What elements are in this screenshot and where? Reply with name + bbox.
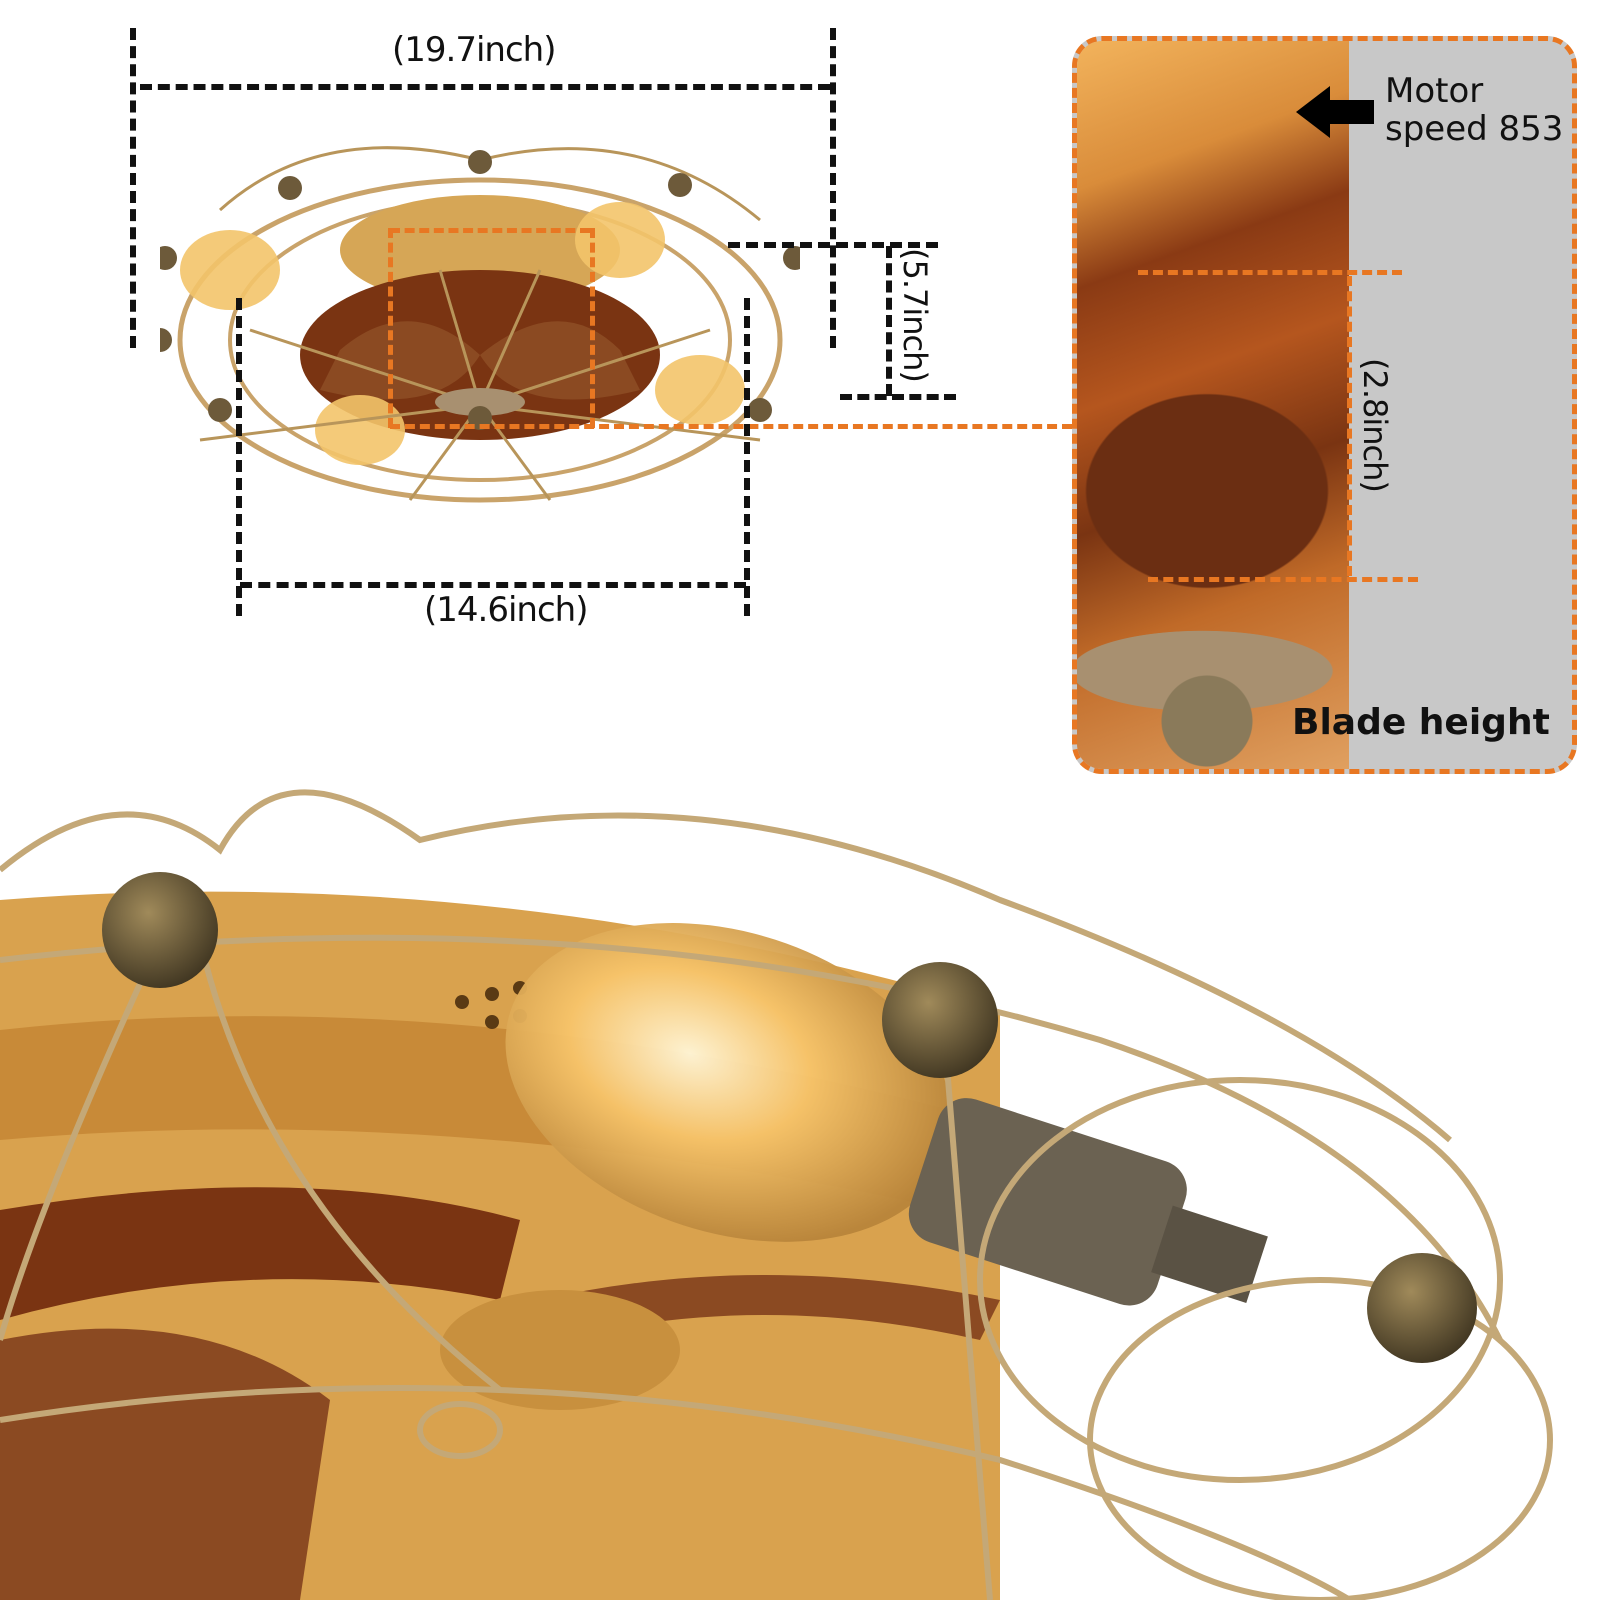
height-dimension-line	[886, 246, 892, 396]
blade-right-extension	[744, 298, 750, 616]
blade-height-label: Blade height	[1292, 702, 1550, 743]
motor-closeup-image	[1077, 41, 1349, 769]
height-label: (5.7inch)	[896, 248, 934, 382]
motor-speed-label: Motor speed 853	[1385, 71, 1564, 149]
blade-height-top-line	[1138, 270, 1402, 275]
blade-height-measure-label: (2.8inch)	[1356, 358, 1394, 492]
focus-box-left	[388, 228, 393, 428]
arrow-left-icon	[1296, 86, 1330, 138]
overall-width-label: (19.7inch)	[392, 30, 556, 70]
height-bottom-line	[840, 394, 956, 400]
blade-left-extension	[236, 298, 242, 616]
arrow-shaft	[1328, 100, 1374, 124]
fan-product-image	[160, 146, 800, 503]
blade-diameter-line	[240, 582, 746, 588]
fan-closeup-image	[0, 789, 1553, 1600]
motor-detail-callout	[1072, 36, 1577, 774]
width-right-extension	[830, 28, 836, 348]
height-top-line	[728, 242, 938, 248]
focus-box-top	[390, 228, 590, 233]
focus-box-right	[590, 228, 595, 428]
focus-connector-line	[390, 424, 1072, 429]
width-dimension-line	[140, 84, 830, 90]
blade-height-dimension-line	[1347, 276, 1352, 576]
blade-height-bottom-line	[1148, 577, 1418, 582]
width-left-extension	[130, 28, 136, 348]
blade-diameter-label: (14.6inch)	[424, 590, 588, 630]
